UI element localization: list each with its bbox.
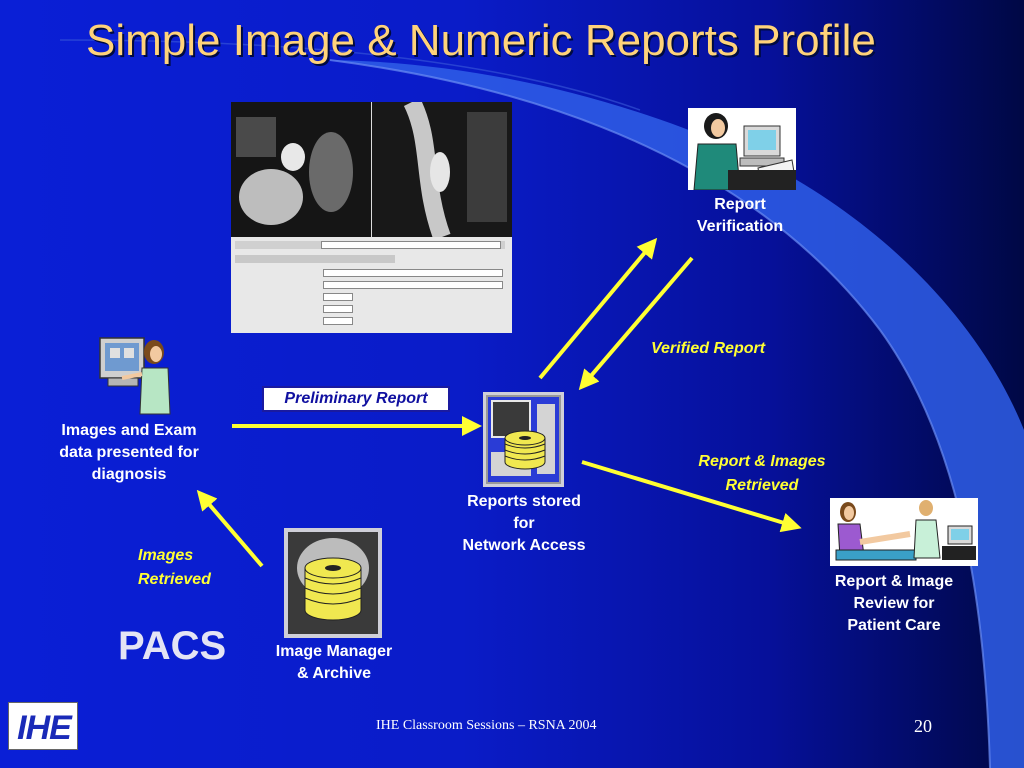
flow-label-images-retrieved: Images Retrieved (138, 547, 211, 588)
ct-report-screenshot (231, 102, 512, 333)
node-review-label: Report & Image Review for Patient Care (834, 573, 954, 634)
radiologist-workstation-icon (99, 337, 171, 415)
ct-image-right (372, 102, 512, 241)
arrow-to-verification (538, 237, 658, 380)
page-number: 20 (914, 716, 932, 736)
slide-title: Simple Image & Numeric Reports Profile (86, 16, 876, 65)
report-storage-icon (483, 392, 564, 487)
ct-image-left (231, 102, 371, 237)
pacs-label: PACS (118, 624, 227, 668)
flow-label-preliminary-report: Preliminary Report (262, 386, 450, 412)
arrow-verified-report (578, 256, 694, 391)
arrow-images-retrieved (196, 489, 264, 568)
node-storage-label: Reports stored for Network Access (462, 493, 586, 554)
node-archive-label: Image Manager & Archive (275, 643, 393, 682)
flow-label-verified-report: Verified Report (650, 340, 766, 357)
flow-label-report-images-retrieved: Report & Images Retrieved (698, 453, 826, 494)
footer-text: IHE Classroom Sessions – RSNA 2004 (376, 718, 597, 733)
node-verification-label: Report Verification (696, 196, 784, 235)
image-archive-icon (284, 528, 382, 638)
ihe-logo: IHE (8, 702, 78, 750)
measurement-form (231, 237, 512, 333)
node-diagnosis-label: Images and Exam data presented for diagn… (59, 422, 199, 483)
physician-at-computer-icon (688, 108, 796, 190)
arrow-report-images-retrieved (581, 460, 802, 533)
physician-patient-icon (830, 498, 978, 566)
